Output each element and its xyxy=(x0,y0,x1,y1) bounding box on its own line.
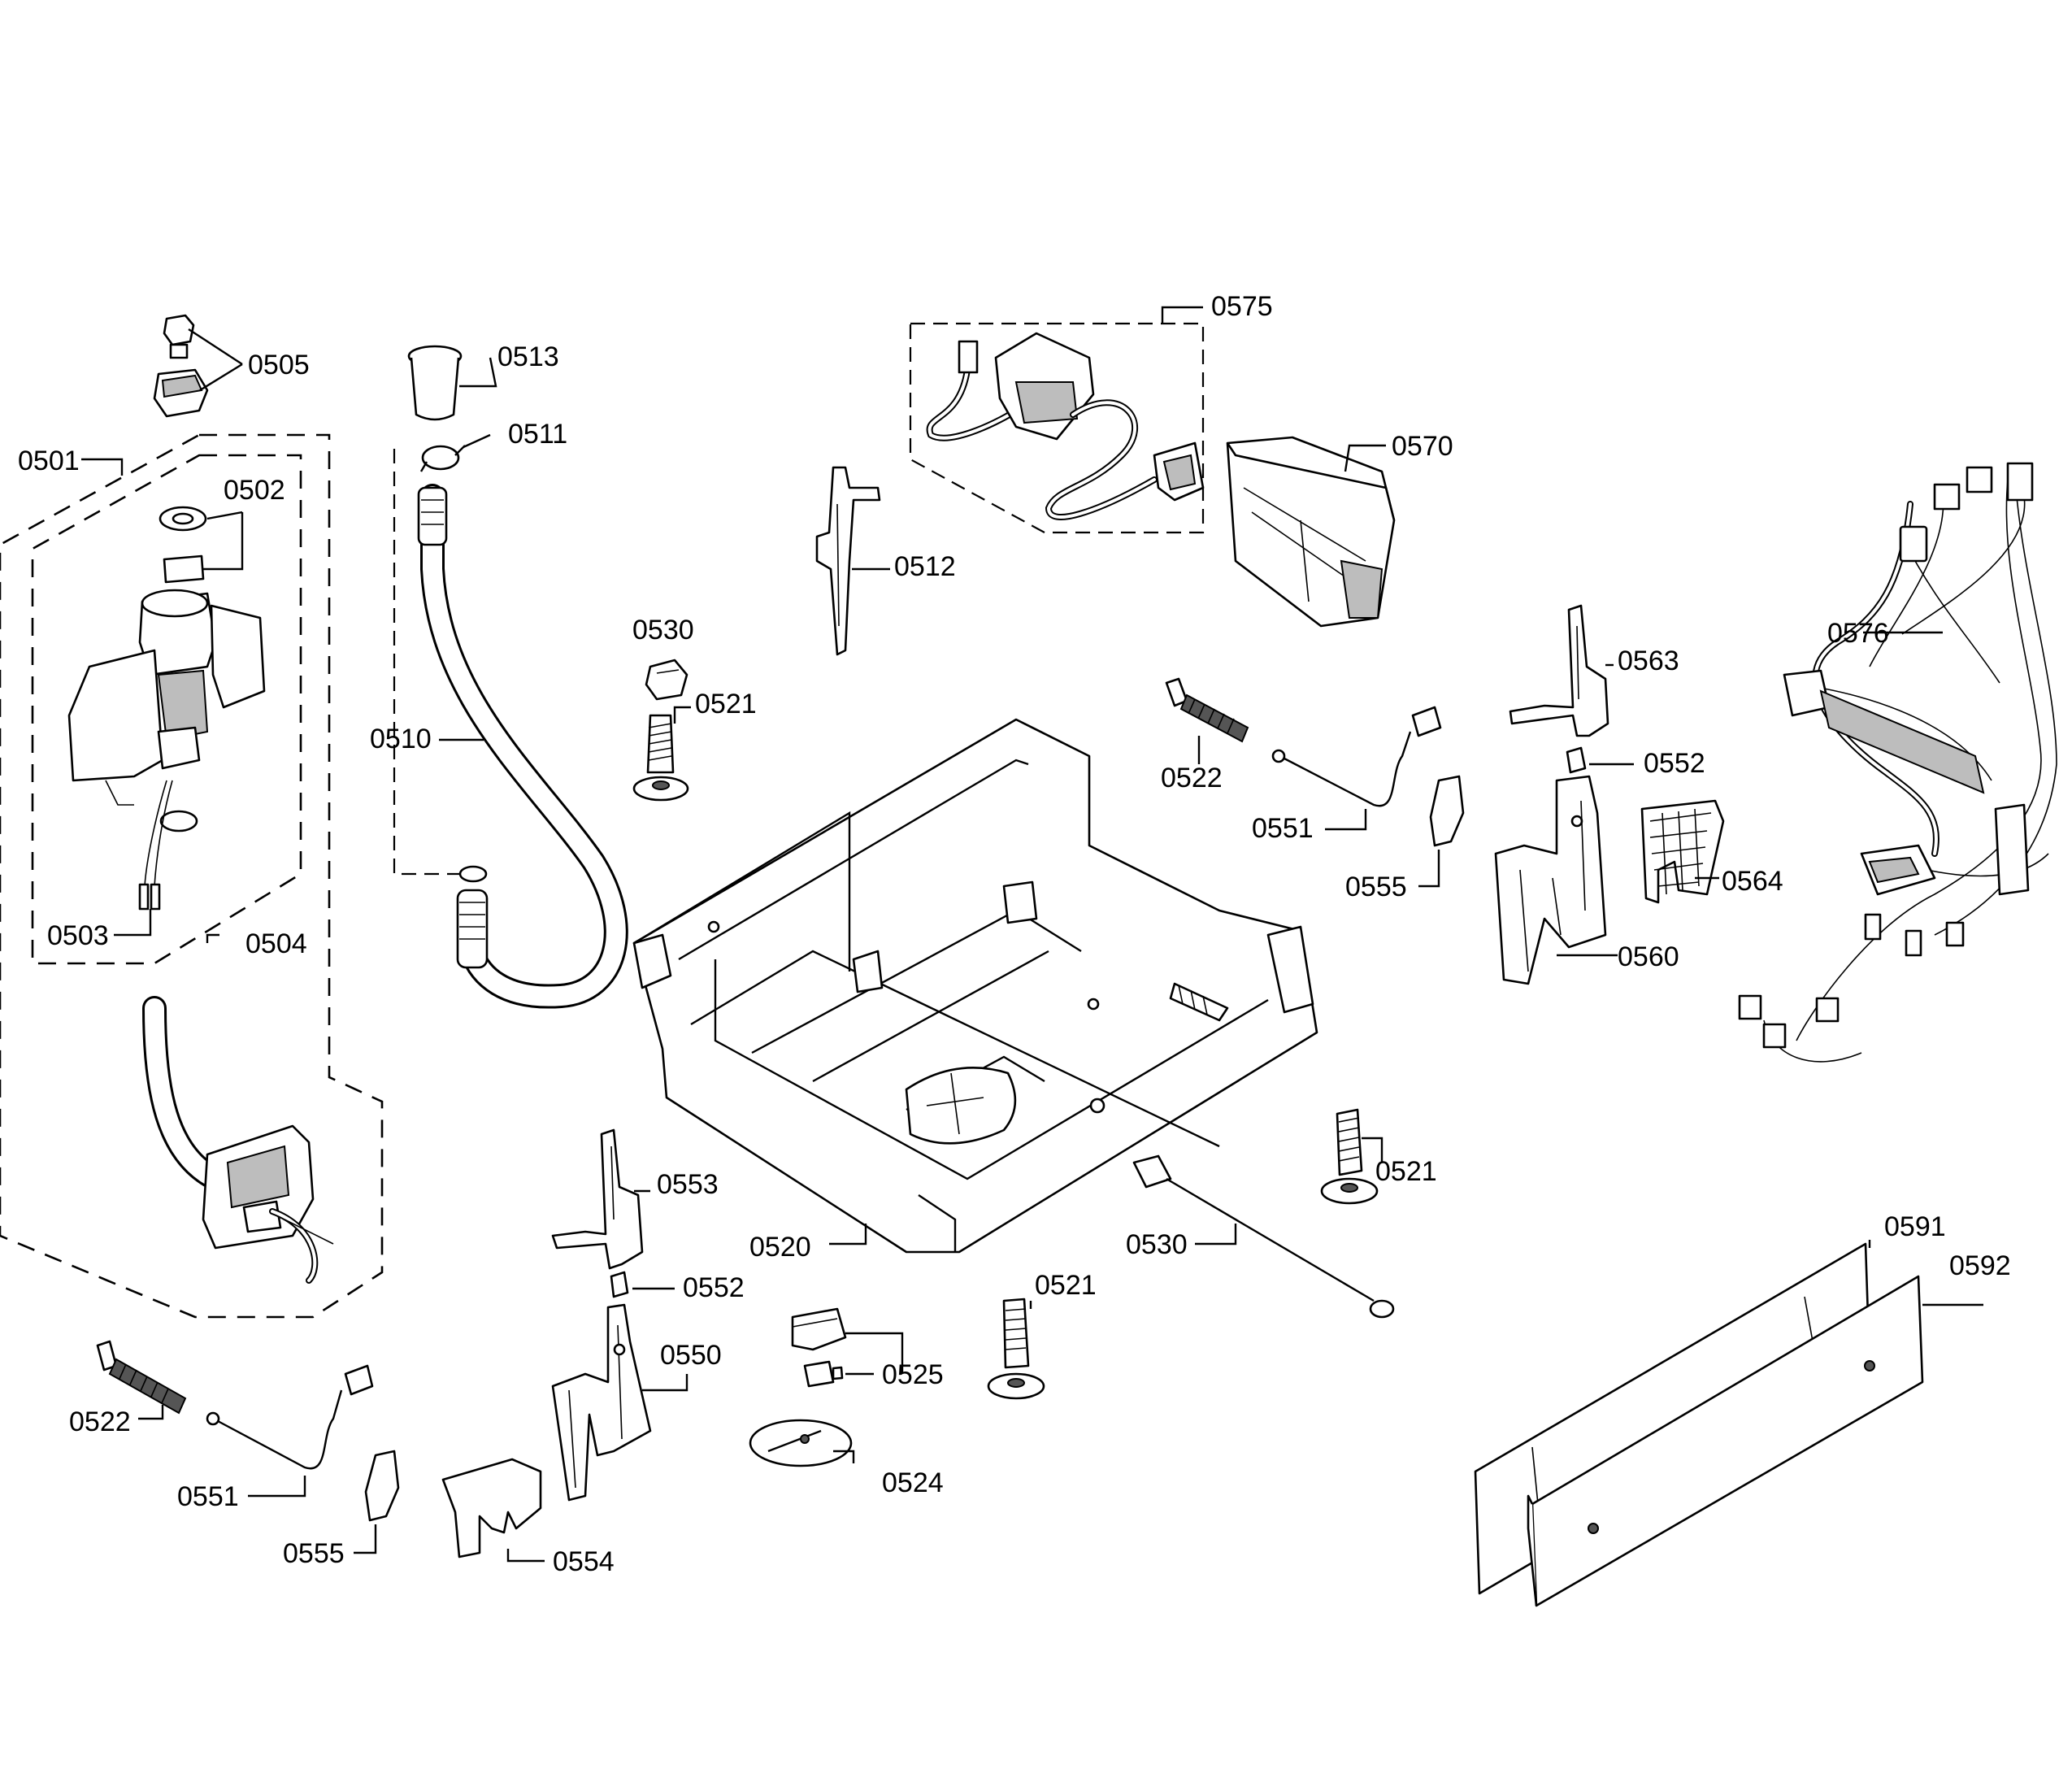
label-0551-left: 0551 xyxy=(177,1481,239,1512)
leader-0554 xyxy=(506,1549,545,1563)
inlet-hose-0504 xyxy=(142,996,228,1191)
drain-pipe-0512 xyxy=(815,466,890,656)
inlet-valve-group xyxy=(0,314,384,1319)
bracket-0560 xyxy=(1494,775,1618,985)
label-0553: 0553 xyxy=(657,1169,719,1200)
float-0524 xyxy=(749,1419,855,1467)
leader-0555-right xyxy=(1418,850,1440,888)
guide-0554 xyxy=(441,1458,545,1563)
foot-screw-0521-top xyxy=(632,706,691,802)
leader-0524 xyxy=(833,1450,855,1463)
label-0502: 0502 xyxy=(224,475,285,506)
kit-0501-boundary xyxy=(0,433,384,1319)
aquastop-housing xyxy=(202,1124,334,1284)
leader-0522-left xyxy=(138,1405,164,1420)
label-0560: 0560 xyxy=(1618,941,1679,972)
label-0522-right: 0522 xyxy=(1161,763,1223,793)
label-0511: 0511 xyxy=(508,419,567,450)
label-0521-center: 0521 xyxy=(1035,1270,1097,1301)
leader-0550 xyxy=(642,1374,688,1392)
drain-hose-group xyxy=(393,345,628,1009)
clip-0552-right xyxy=(1566,746,1634,774)
sleeve-0513 xyxy=(407,345,463,421)
switch-0525 xyxy=(791,1307,904,1388)
spring-0522-left xyxy=(96,1340,187,1420)
leader-0525 xyxy=(845,1332,904,1376)
label-0564: 0564 xyxy=(1722,866,1783,897)
cage-0564 xyxy=(1640,799,1725,904)
leader-0503 xyxy=(114,909,152,937)
clip-0555-right xyxy=(1418,775,1465,888)
label-0552-left: 0552 xyxy=(683,1272,745,1303)
label-0530-right: 0530 xyxy=(1126,1229,1188,1260)
inlet-valve-body xyxy=(67,589,266,806)
clip-0555-left xyxy=(354,1450,400,1554)
foot-screw-0521-right xyxy=(1320,1108,1384,1205)
leader-0570 xyxy=(1344,444,1386,472)
label-0552-right: 0552 xyxy=(1644,748,1705,779)
leader-0551-right xyxy=(1325,809,1367,831)
label-0524: 0524 xyxy=(882,1467,944,1498)
label-0513: 0513 xyxy=(497,341,559,372)
label-0504: 0504 xyxy=(245,928,307,959)
kit-0502-boundary xyxy=(31,454,302,965)
label-0512: 0512 xyxy=(894,551,956,582)
label-0525: 0525 xyxy=(882,1359,944,1390)
washer-0502 xyxy=(159,506,207,584)
label-0554: 0554 xyxy=(553,1546,615,1577)
fitting-0505 xyxy=(153,314,209,418)
leader-0504 xyxy=(206,933,219,943)
label-0591: 0591 xyxy=(1884,1211,1946,1242)
leader-0511 xyxy=(463,433,491,449)
leader-0520 xyxy=(829,1224,867,1245)
hose-clamp-0511 xyxy=(419,445,466,472)
leader-0555-left xyxy=(354,1524,377,1554)
wiring-harness-0576 xyxy=(1738,462,2057,1063)
leader-0502 xyxy=(203,511,244,571)
leader-0501 xyxy=(81,458,124,476)
control-module-0570 xyxy=(1226,436,1396,628)
label-0551-right: 0551 xyxy=(1252,813,1314,844)
label-0510: 0510 xyxy=(370,724,432,754)
spring-0522-right xyxy=(1165,677,1249,764)
hinge-0563 xyxy=(1509,604,1614,737)
label-0576: 0576 xyxy=(1827,618,1889,649)
label-0592: 0592 xyxy=(1949,1250,2011,1281)
bracket-0550 xyxy=(551,1303,688,1502)
clip-0552-left xyxy=(610,1271,675,1298)
rod-0530-right xyxy=(1132,1154,1395,1319)
foot-screw-0521-center xyxy=(987,1298,1045,1400)
label-0503: 0503 xyxy=(47,920,109,951)
leader-0513 xyxy=(459,357,497,388)
hinge-0553 xyxy=(551,1128,650,1270)
label-0501: 0501 xyxy=(18,446,80,476)
label-0521-top: 0521 xyxy=(695,689,757,719)
part-labels: 0505 0513 0511 0575 0570 0501 0502 0512 … xyxy=(18,291,2011,1577)
rod-0551-right xyxy=(1271,706,1442,831)
flow-sensor-0503 xyxy=(138,780,198,911)
cable-kit-0575 xyxy=(909,306,1205,534)
rod-0551-left xyxy=(206,1364,374,1498)
label-0550: 0550 xyxy=(660,1340,722,1371)
label-0555-right: 0555 xyxy=(1345,872,1407,902)
label-0555-left: 0555 xyxy=(283,1538,345,1569)
label-0505: 0505 xyxy=(248,350,310,380)
label-0570: 0570 xyxy=(1392,431,1453,462)
foot-cap-0530-top xyxy=(645,659,688,701)
label-0563: 0563 xyxy=(1618,646,1679,676)
label-0522-left: 0522 xyxy=(69,1406,131,1437)
label-0575: 0575 xyxy=(1211,291,1273,322)
leader-0575 xyxy=(1161,306,1203,324)
leader-0505 xyxy=(188,328,243,392)
label-0530-top: 0530 xyxy=(632,615,694,646)
base-tub-0520 xyxy=(632,718,1318,1254)
leader-0551-left xyxy=(248,1476,306,1498)
hose-connect-line xyxy=(393,449,459,876)
plinth-0592 xyxy=(1527,1275,1983,1607)
leader-0530-right xyxy=(1195,1224,1237,1245)
label-0520: 0520 xyxy=(749,1232,811,1263)
label-0521-right: 0521 xyxy=(1375,1156,1437,1187)
